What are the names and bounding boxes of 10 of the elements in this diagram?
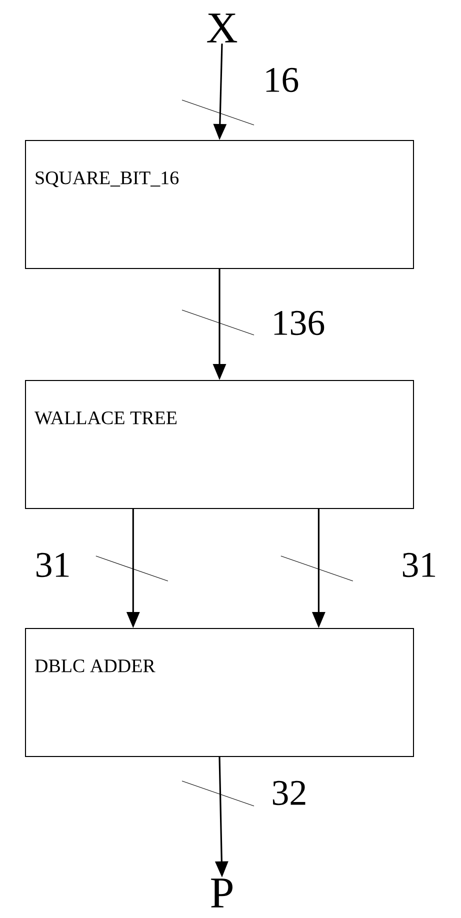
edge-label: 136	[274, 310, 324, 336]
edge-label: 16	[266, 68, 298, 92]
edge-label: 31	[402, 552, 436, 578]
process-box: WALLACE TREE	[25, 380, 414, 509]
process-box: SQUARE_BIT_16	[25, 140, 414, 269]
terminal-label: X	[207, 14, 238, 42]
process-box: DBLC ADDER	[25, 628, 414, 757]
edge-label: 32	[272, 780, 306, 806]
terminal-label: P	[211, 878, 232, 908]
edge-label: 31	[36, 552, 69, 578]
